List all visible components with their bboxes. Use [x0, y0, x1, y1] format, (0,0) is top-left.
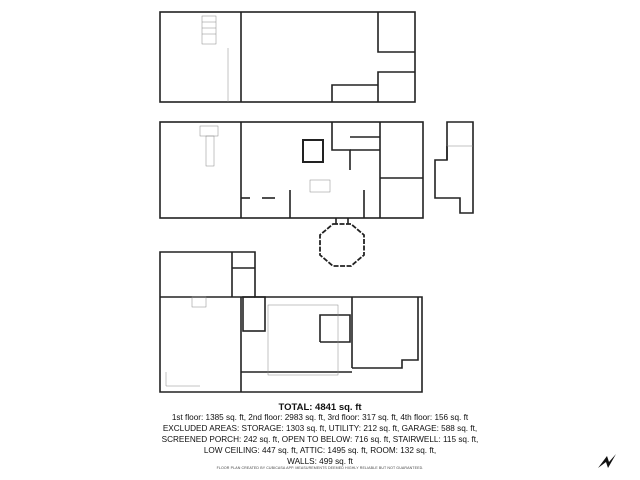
floor-plan-main: [159, 121, 424, 267]
floor-plan-small: [434, 121, 474, 214]
floor-plan-drawing: [159, 11, 474, 393]
excluded-areas-1: EXCLUDED AREAS: STORAGE: 1303 sq. ft, UT…: [162, 424, 478, 433]
excluded-areas-3: LOW CEILING: 447 sq. ft, ATTIC: 1495 sq.…: [203, 446, 437, 455]
walls-area: WALLS: 499 sq. ft: [287, 457, 353, 466]
floor-plan-lower: [159, 251, 423, 393]
floor-areas: 1st floor: 1385 sq. ft, 2nd floor: 2983 …: [171, 413, 469, 422]
floor-plan-top: [159, 11, 416, 103]
disclaimer: FLOOR PLAN CREATED BY CUBICASA APP. MEAS…: [216, 466, 424, 470]
excluded-areas-2: SCREENED PORCH: 242 sq. ft, OPEN TO BELO…: [161, 435, 479, 444]
total-area: TOTAL: 4841 sq. ft: [278, 402, 362, 413]
north-arrow-icon: [598, 454, 616, 468]
